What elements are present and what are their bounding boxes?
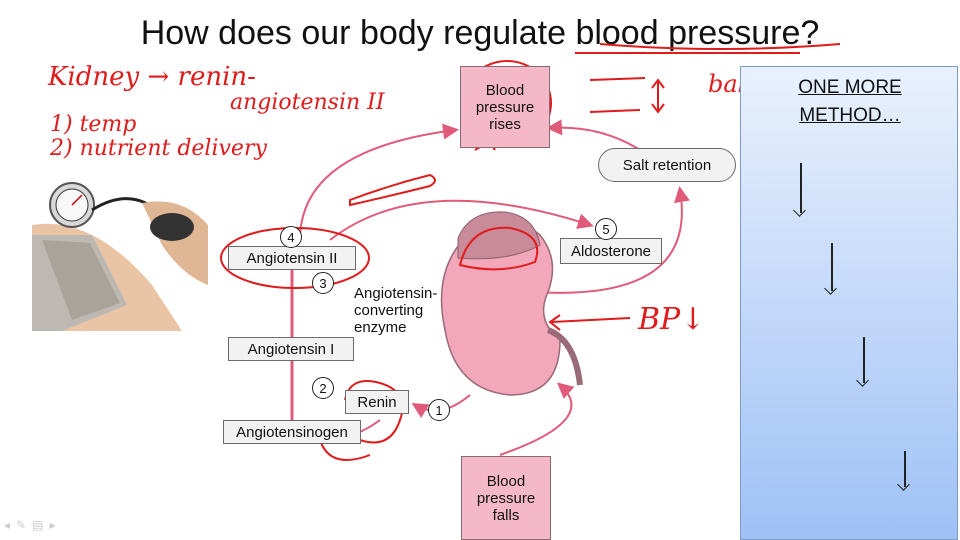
annotation-bp-down: BP↓ [638, 302, 706, 337]
angiotensin-i-box: Angiotensin I [228, 337, 354, 361]
annotation-stroke [599, 43, 841, 50]
one-more-method-panel: ONE MORE METHOD… [740, 66, 958, 540]
ureter-shape [546, 327, 583, 386]
step-1-marker: 1 [428, 399, 450, 421]
annotation-stroke [349, 173, 436, 207]
annotation-stroke [589, 77, 646, 113]
step-2-marker: 2 [312, 377, 334, 399]
angiotensin-ii-box: Angiotensin II [228, 246, 356, 270]
down-arrow-icon [831, 243, 833, 291]
panel-title-line1: ONE MORE [798, 77, 902, 98]
bp-falls-box: Blood pressure falls [461, 456, 551, 540]
pathway-arrow [546, 119, 641, 151]
step-4-marker: 4 [280, 226, 302, 248]
annotation-stroke [319, 439, 371, 461]
pen-icon[interactable]: ✎ [16, 518, 33, 532]
annotation-stroke [548, 314, 631, 331]
adrenal-gland-shape [457, 211, 541, 260]
annotation-kidney-renin: Kidney → renin- [48, 62, 256, 92]
prev-slide-icon[interactable]: ◂ [4, 518, 17, 532]
pathway-arrow [509, 186, 690, 294]
next-slide-icon[interactable]: ▸ [49, 518, 62, 532]
ace-label: Angiotensin- converting enzyme [354, 285, 438, 336]
down-arrow-icon [904, 451, 906, 487]
aldosterone-box: Aldosterone [560, 238, 662, 264]
panel-title-line2: METHOD… [799, 105, 901, 126]
annotation-temp: 1) temp [50, 112, 137, 137]
bp-rises-box: Blood pressure rises [460, 66, 550, 148]
menu-icon[interactable]: ▤ [32, 518, 50, 532]
step-5-marker: 5 [595, 218, 617, 240]
annotation-stroke [458, 226, 539, 271]
down-arrow-icon [800, 163, 802, 213]
annotation-nutrient: 2) nutrient delivery [50, 136, 267, 161]
title-suffix: ? [800, 14, 820, 52]
slideshow-controls[interactable]: ◂✎▤▸ [4, 518, 61, 532]
step-3-marker: 3 [312, 272, 334, 294]
annotation-angiotensin: angiotensin II [230, 90, 385, 115]
slide-title: How does our body regulate blood pressur… [0, 14, 960, 54]
annotation-stroke [651, 78, 665, 114]
salt-retention-box: Salt retention [598, 148, 736, 182]
renin-box: Renin [345, 390, 409, 414]
blood-pressure-cuff-image [32, 165, 208, 331]
pathway-arrow [499, 382, 575, 456]
pathway-arrow [299, 123, 459, 241]
pathway-arrow [329, 199, 594, 241]
angiotensinogen-box: Angiotensinogen [223, 420, 361, 444]
down-arrow-icon [863, 337, 865, 383]
title-text: How does our body regulate [140, 14, 576, 52]
